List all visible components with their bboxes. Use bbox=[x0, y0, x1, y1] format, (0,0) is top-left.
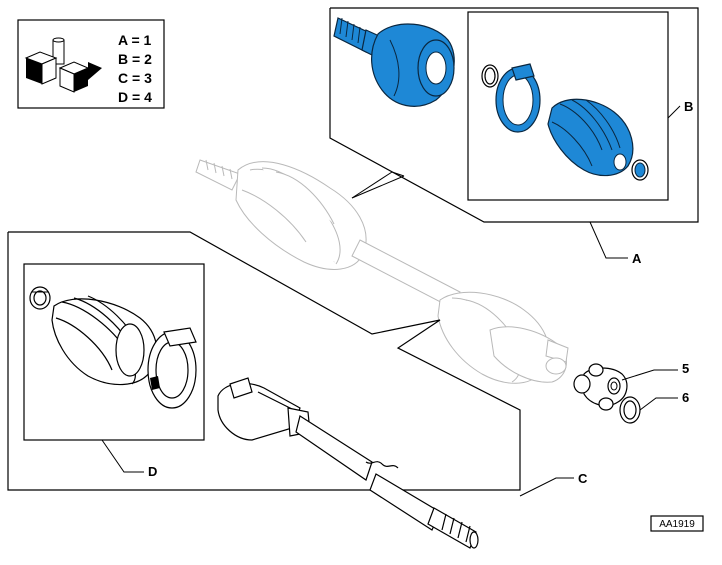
group-a-frame bbox=[329, 7, 699, 223]
bellows-boot-d bbox=[51, 295, 158, 386]
blue-cv-joint-outer bbox=[333, 17, 455, 107]
callout-5-label: 5 bbox=[682, 361, 689, 376]
legend-line-a: A = 1 bbox=[118, 32, 152, 48]
callout-a-label: A bbox=[632, 251, 642, 266]
callout-b-label: B bbox=[684, 99, 693, 114]
circlip-upper bbox=[481, 64, 499, 88]
legend-line-c: C = 3 bbox=[118, 70, 152, 86]
legend-line-b: B = 2 bbox=[118, 51, 152, 67]
callout-5: 5 bbox=[621, 361, 689, 381]
legend-box: A = 1 B = 2 C = 3 D = 4 bbox=[17, 19, 165, 109]
tripod-joint-5 bbox=[573, 363, 628, 411]
clamp-band-d bbox=[147, 327, 197, 409]
legend-line-d: D = 4 bbox=[118, 89, 152, 105]
blue-bellows-boot bbox=[547, 98, 634, 177]
callout-c-label: C bbox=[578, 471, 588, 486]
parts-kit-boxes-icon bbox=[24, 37, 102, 93]
callout-d: D bbox=[101, 439, 157, 479]
inner-joint-shaft-c bbox=[217, 377, 479, 549]
reference-tag: AA1919 bbox=[650, 515, 704, 532]
circlip-6 bbox=[619, 396, 641, 424]
boot-kit-b bbox=[481, 63, 649, 181]
boot-kit-d bbox=[29, 286, 197, 409]
callout-6: 6 bbox=[639, 390, 689, 411]
circlip-d bbox=[29, 286, 51, 310]
callout-6-label: 6 bbox=[682, 390, 689, 405]
callout-c: C bbox=[519, 471, 588, 497]
callout-d-label: D bbox=[148, 464, 157, 479]
callout-a: A bbox=[589, 221, 642, 266]
ring-lower bbox=[631, 159, 649, 181]
ghost-driveshaft-assembly bbox=[195, 159, 569, 384]
callout-b: B bbox=[667, 99, 693, 119]
boot-clamp-band bbox=[495, 63, 541, 133]
reference-code: AA1919 bbox=[659, 519, 695, 530]
group-c-frame bbox=[7, 231, 521, 491]
